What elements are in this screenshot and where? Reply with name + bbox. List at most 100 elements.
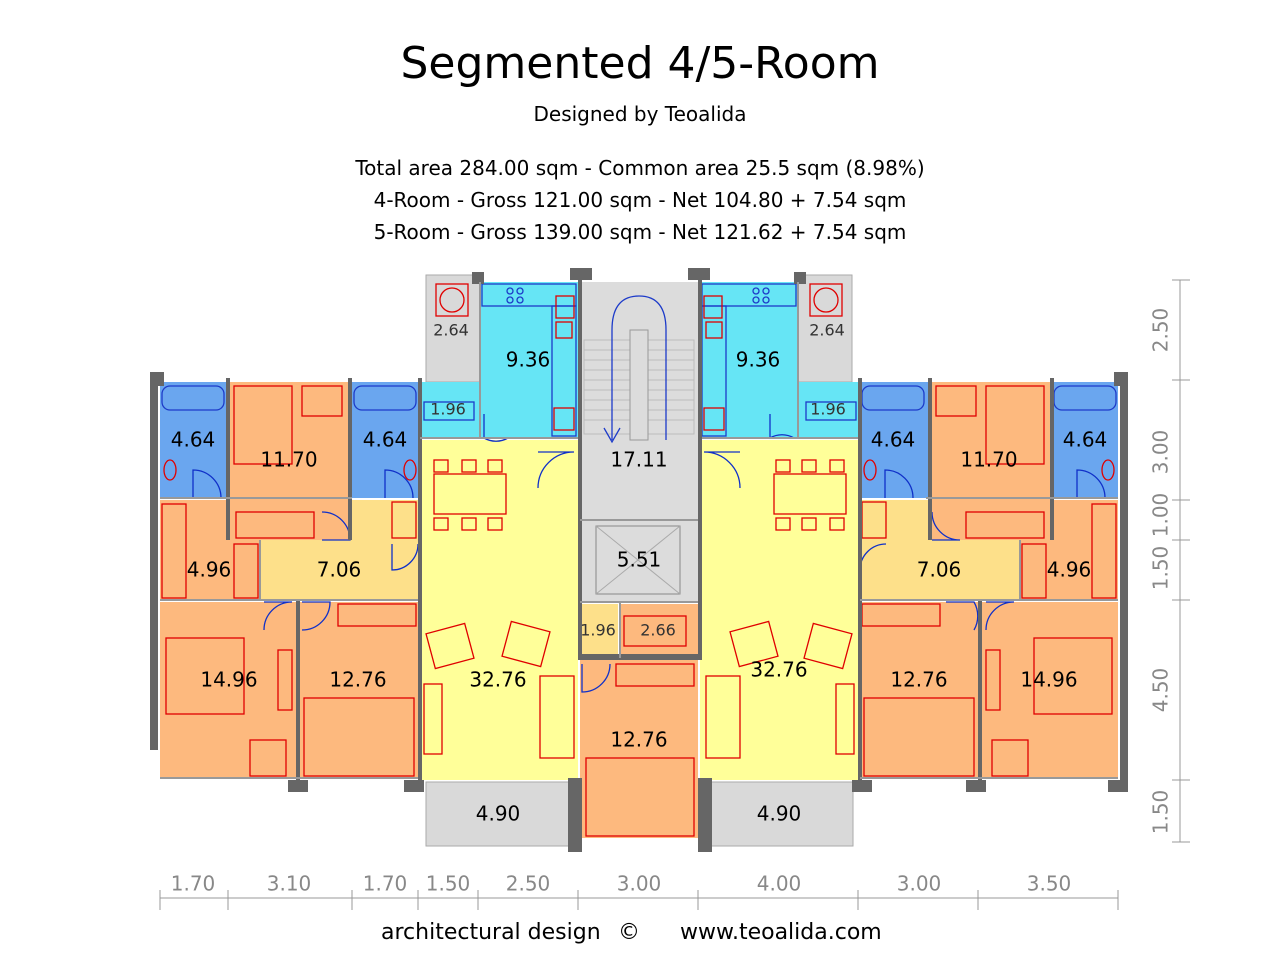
right-bath-1-area [860, 382, 928, 498]
left-top-bed [233, 385, 293, 465]
label-left-bedroom-main: 14.96 [200, 668, 257, 692]
plan-title: Segmented 4/5-Room [400, 38, 880, 89]
left-mid-beds [303, 697, 415, 777]
dim-bottom-4: 1.50 [426, 872, 471, 896]
stat-5-room: 5-Room - Gross 139.00 sqm - Net 121.62 +… [373, 220, 907, 244]
dim-bottom-8: 3.00 [897, 872, 942, 896]
label-left-bedroom-mid: 12.76 [329, 668, 386, 692]
right-main-bed [1033, 637, 1113, 715]
label-right-wc: 1.96 [810, 400, 846, 419]
label-right-hall: 7.06 [917, 558, 962, 582]
dim-bottom-2: 3.10 [267, 872, 312, 896]
right-dimension-line [1172, 279, 1190, 843]
label-left-hall: 7.06 [317, 558, 362, 582]
left-hall-upper-area [352, 500, 418, 540]
label-stair: 17.11 [610, 448, 667, 472]
left-wc-area [420, 382, 480, 438]
left-bathtub-1 [161, 385, 225, 411]
wall-lines [160, 282, 1118, 779]
label-left-bath-2: 4.64 [363, 428, 408, 452]
label-right-kitchen: 9.36 [736, 348, 781, 372]
doors [192, 414, 1106, 693]
right-bedroom-main-area [980, 602, 1118, 778]
right-apartment-rooms [700, 282, 1118, 780]
right-wc-toilet [805, 401, 857, 421]
dim-bottom-3: 1.70 [363, 872, 408, 896]
label-left-living: 32.76 [469, 668, 526, 692]
dim-right-3: 1.00 [1149, 493, 1173, 538]
label-right-balcony-bottom: 4.90 [757, 802, 802, 826]
label-elevator: 5.51 [617, 548, 662, 572]
dim-bottom-6: 3.00 [617, 872, 662, 896]
left-living-furniture [423, 459, 575, 759]
right-living-area [700, 440, 858, 780]
footer-website-link[interactable]: www.teoalida.com [680, 920, 882, 945]
right-kitchen-units [701, 283, 797, 437]
label-left-bedroom-top: 11.70 [260, 448, 317, 472]
label-left-balcony-bottom: 4.90 [476, 802, 521, 826]
label-center-storage: 2.66 [640, 621, 676, 640]
right-hall-upper-area [860, 500, 928, 540]
right-kitchen-area [700, 282, 798, 438]
right-storage-area [1020, 500, 1118, 600]
center-wc-area [578, 604, 618, 658]
right-hall-area [860, 540, 1020, 600]
right-top-bed [985, 385, 1045, 465]
left-corner-balcony [425, 274, 481, 383]
furniture [161, 283, 1117, 837]
center-beds [585, 757, 695, 837]
dim-right-1: 2.50 [1149, 308, 1173, 353]
elevator-cab [595, 525, 681, 595]
left-kitchen-units [481, 283, 577, 437]
right-storage-shelf [1091, 503, 1117, 599]
dim-right-6: 1.50 [1149, 790, 1173, 835]
label-right-bedroom-main: 14.96 [1020, 668, 1077, 692]
plan-subtitle: Designed by Teoalida [533, 102, 747, 126]
label-right-bath-2: 4.64 [1063, 428, 1108, 452]
staircase [583, 295, 695, 444]
center-rooms [578, 604, 700, 838]
stat-4-room: 4-Room - Gross 121.00 sqm - Net 104.80 +… [373, 188, 907, 212]
label-left-balcony-corner: 2.64 [433, 321, 469, 340]
label-right-bedroom-top: 11.70 [960, 448, 1017, 472]
left-kitchen-area [480, 282, 578, 438]
dim-bottom-7: 4.00 [757, 872, 802, 896]
bottom-dimension-line [159, 890, 1119, 910]
right-bedroom-mid-area [860, 602, 978, 778]
label-right-storage: 4.96 [1047, 558, 1092, 582]
left-washer [435, 283, 469, 317]
label-left-storage: 4.96 [187, 558, 232, 582]
footer: architectural design © www.teoalida.com [0, 918, 1280, 952]
right-wc-area [798, 382, 858, 438]
left-storage-shelf [161, 503, 187, 599]
left-bedroom-mid-area [298, 602, 418, 778]
label-left-wc: 1.96 [430, 400, 466, 419]
right-corner-balcony [797, 274, 853, 383]
center-bedroom-area [580, 660, 698, 838]
bottom-dimension-labels: 1.70 3.10 1.70 1.50 2.50 3.00 4.00 3.00 … [171, 872, 1072, 896]
left-living-area [420, 440, 578, 780]
label-right-balcony-corner: 2.64 [809, 321, 845, 340]
left-wc-toilet [423, 401, 475, 421]
left-apartment-rooms [160, 282, 578, 780]
room-labels: 2.64 9.36 1.96 32.76 4.90 4.64 11.70 4.6… [171, 321, 1108, 826]
left-bottom-balcony [425, 781, 572, 847]
left-storage-area [160, 500, 260, 600]
dim-right-5: 4.50 [1149, 668, 1173, 713]
left-bedroom-main-area [160, 602, 296, 778]
right-washer [809, 283, 843, 317]
dim-right-4: 1.50 [1149, 546, 1173, 591]
dim-right-2: 3.00 [1149, 430, 1173, 475]
label-right-living: 32.76 [750, 658, 807, 682]
label-left-bath-1: 4.64 [171, 428, 216, 452]
label-center-bedroom: 12.76 [610, 728, 667, 752]
stat-total-area: Total area 284.00 sqm - Common area 25.5… [355, 156, 925, 180]
right-living-furniture [705, 459, 855, 759]
right-mid-beds [863, 697, 975, 777]
dim-bottom-1: 1.70 [171, 872, 216, 896]
right-dimension-labels: 2.50 3.00 1.00 1.50 4.50 1.50 [1149, 308, 1173, 835]
label-left-kitchen: 9.36 [506, 348, 551, 372]
label-right-bedroom-mid: 12.76 [890, 668, 947, 692]
left-main-bed [165, 637, 245, 715]
